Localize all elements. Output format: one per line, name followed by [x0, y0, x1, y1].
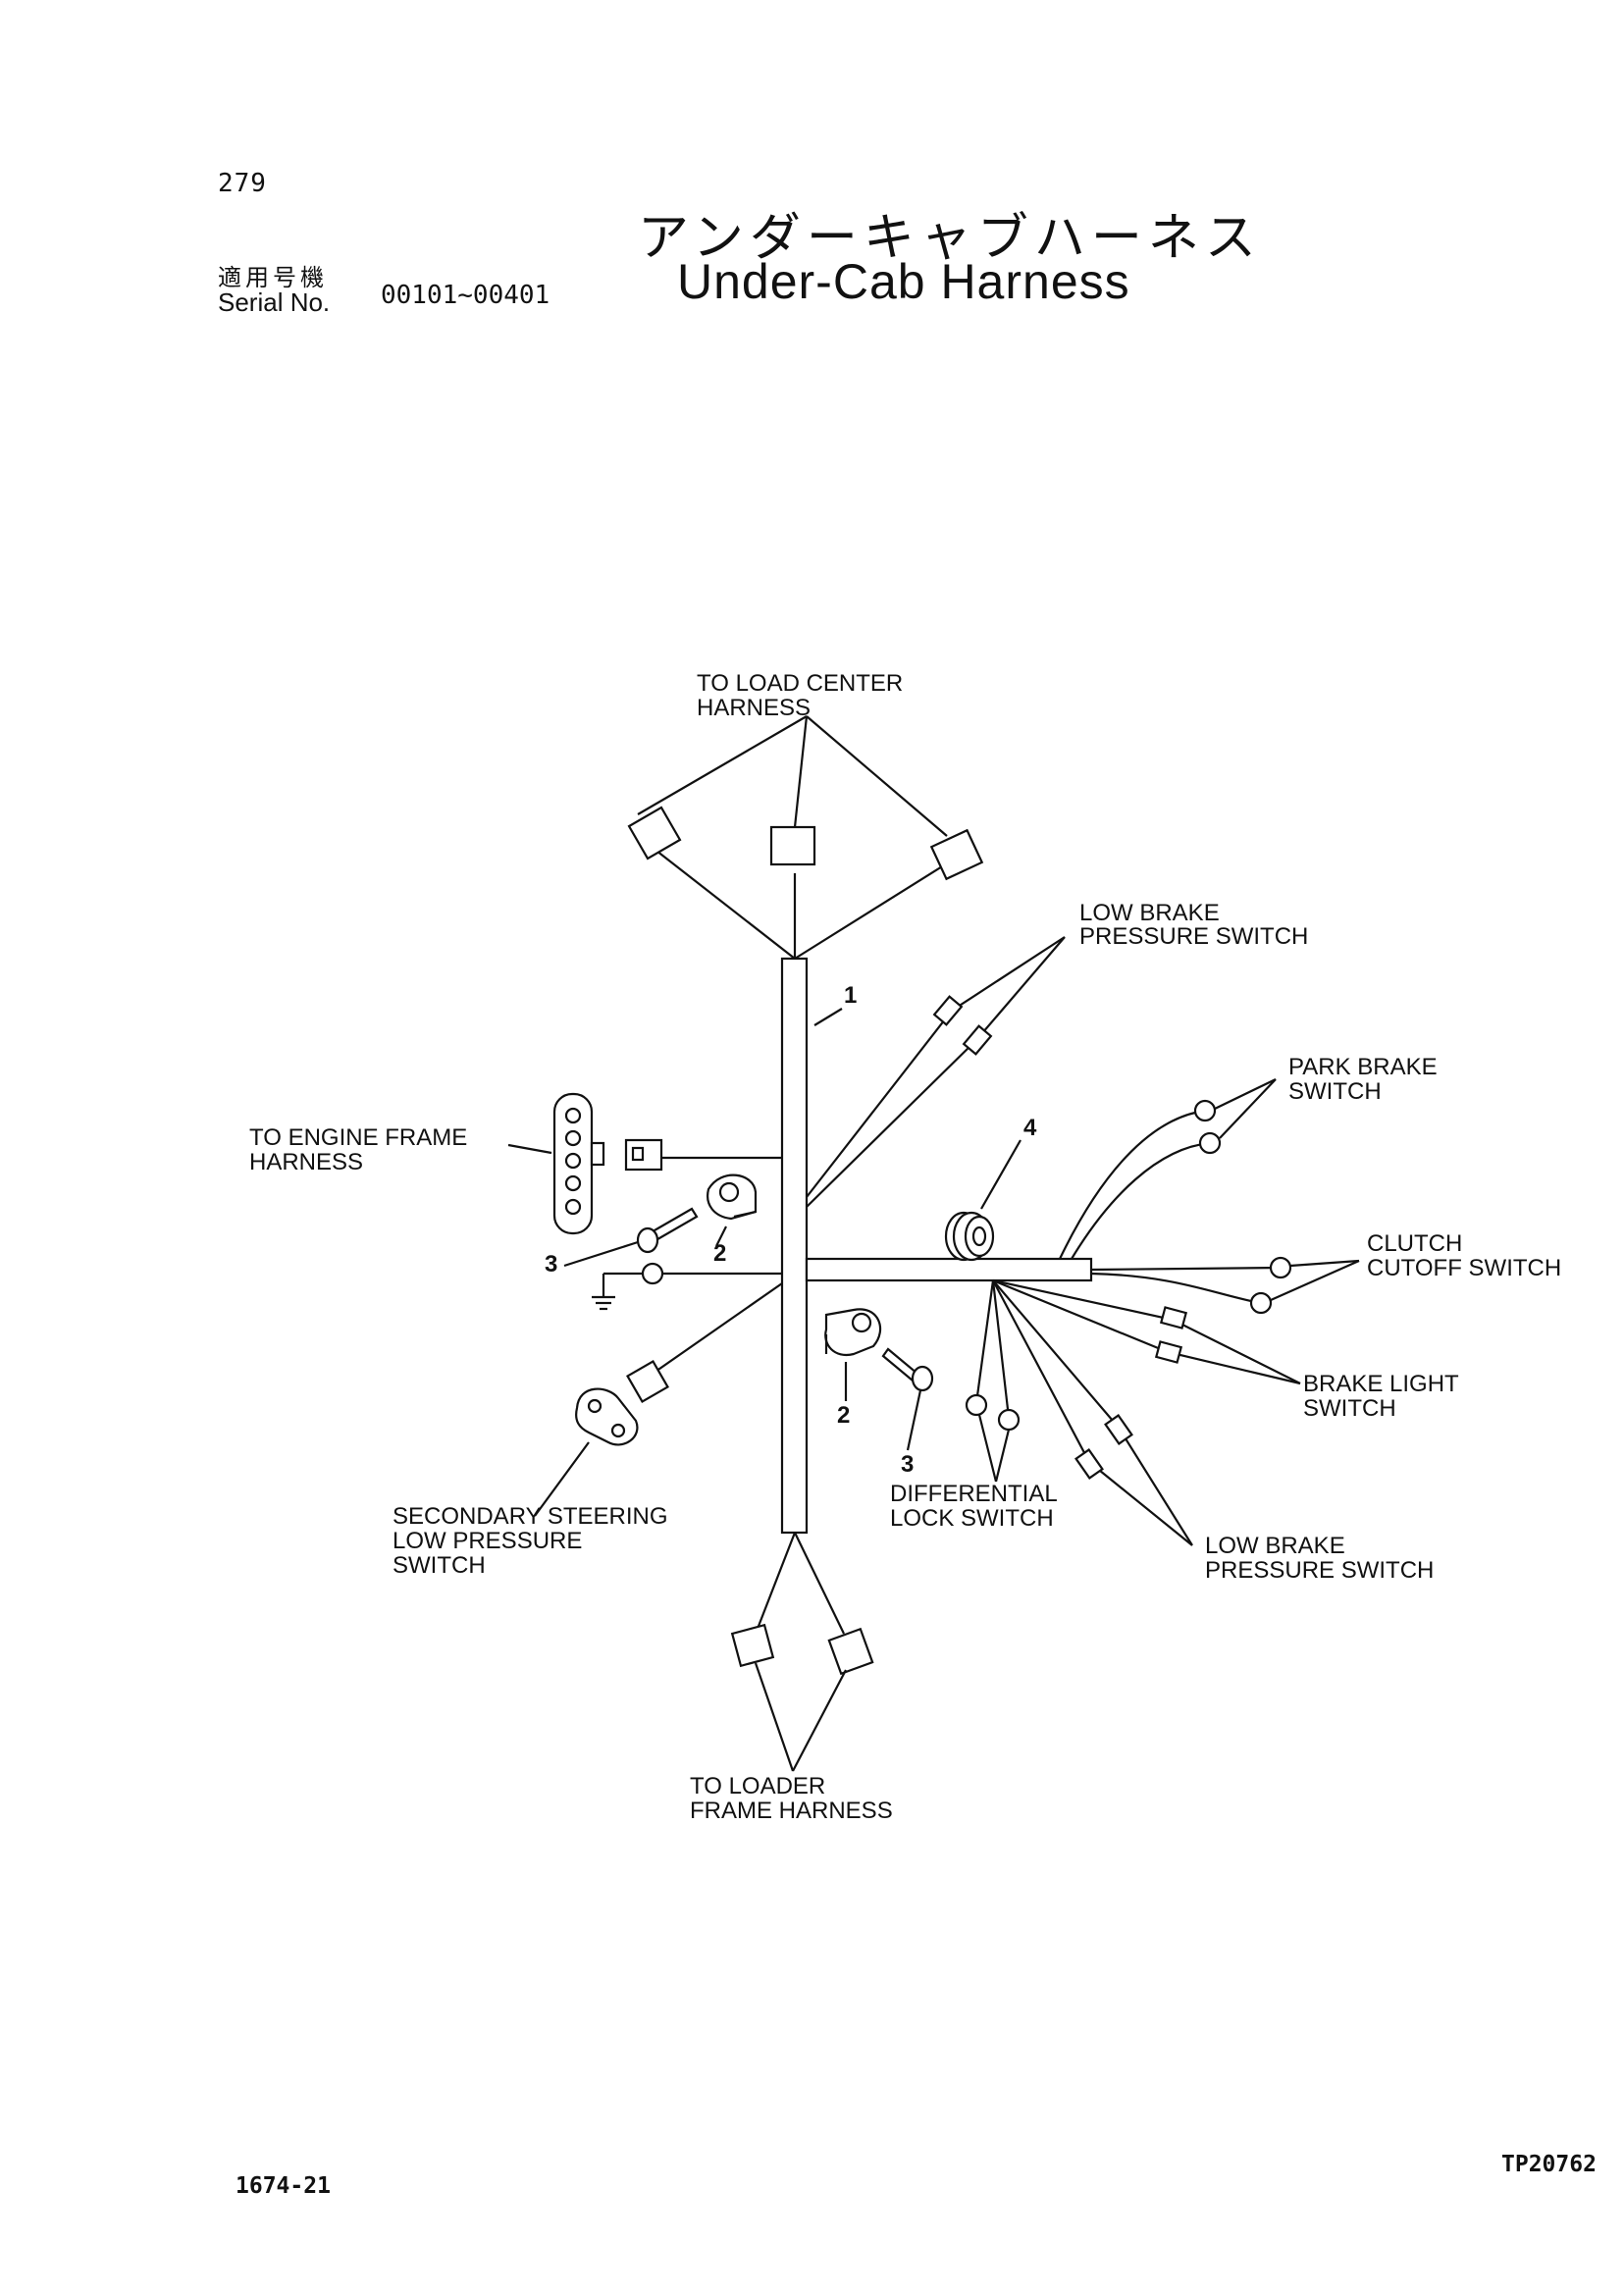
diff-lock-terminal-b: [997, 1408, 1021, 1432]
callout-1: 1: [844, 982, 857, 1009]
connector-brake-light-a: [1159, 1306, 1188, 1329]
serial-label-english: Serial No.: [218, 287, 331, 317]
connector-brake-light-b: [1154, 1340, 1183, 1364]
label-load-center-2: HARNESS: [697, 695, 811, 721]
connector-bottom-right: [827, 1627, 874, 1676]
label-clutch-2: CUTOFF SWITCH: [1367, 1255, 1561, 1281]
clamp-right: [824, 1308, 882, 1357]
clutch-wires: [1090, 1256, 1360, 1315]
bolt-left: [563, 1207, 699, 1268]
ground-terminal: [641, 1262, 664, 1285]
label-engine-frame-2: HARNESS: [249, 1149, 363, 1175]
connector-top-center: [769, 825, 816, 866]
connector-low-brake-b: [962, 1024, 993, 1056]
clutch-terminal-b: [1249, 1291, 1273, 1315]
title-japanese: アンダーキャブハーネス: [638, 209, 1262, 268]
harness-trunk: [780, 957, 809, 1535]
ground-wire: [592, 1262, 782, 1311]
label-low-brake-top-2: PRESSURE SWITCH: [1079, 923, 1308, 950]
park-brake-terminal-b: [1198, 1131, 1222, 1155]
connector-low-brake-a: [932, 995, 964, 1026]
serial-range: 00101~00401: [381, 281, 550, 310]
callout-3-left: 3: [545, 1251, 557, 1277]
serial-label-japanese: 適用号機: [218, 264, 328, 291]
clutch-terminal-a: [1269, 1256, 1292, 1279]
park-brake-terminal-a: [1193, 1099, 1217, 1122]
page-number: 279: [218, 169, 267, 198]
main-harness: [780, 957, 1093, 1535]
label-park-brake-2: SWITCH: [1288, 1078, 1382, 1105]
harness-branch: [805, 1257, 1093, 1282]
title-english: Under-Cab Harness: [677, 254, 1130, 309]
load-center-connectors: [627, 715, 984, 960]
label-low-brake-bottom-1: LOW BRAKE: [1205, 1533, 1345, 1559]
callout-numbers: 1 2 3 4 2 3: [545, 982, 1037, 1478]
park-brake-wires: [1059, 1078, 1277, 1260]
secondary-steering-switch: [534, 1282, 783, 1517]
label-loader-1: TO LOADER: [690, 1773, 825, 1799]
label-secondary-3: SWITCH: [393, 1552, 486, 1579]
label-brake-light-2: SWITCH: [1303, 1395, 1396, 1422]
diff-lock-wires: [965, 1279, 1021, 1483]
low-brake-bottom-wires: [992, 1279, 1193, 1546]
label-low-brake-bottom-2: PRESSURE SWITCH: [1205, 1557, 1434, 1584]
connector-top-left: [627, 806, 682, 860]
callout-2-right: 2: [837, 1402, 850, 1429]
label-brake-light-1: BRAKE LIGHT: [1303, 1371, 1459, 1397]
label-load-center-1: TO LOAD CENTER: [697, 670, 903, 697]
connector-low-brake-c: [1104, 1414, 1133, 1445]
label-secondary-1: SECONDARY STEERING: [393, 1503, 668, 1530]
loader-frame-connectors: [730, 1532, 874, 1772]
label-engine-frame-1: TO ENGINE FRAME: [249, 1124, 467, 1151]
grommet: [944, 1139, 1022, 1262]
label-diff-1: DIFFERENTIAL: [890, 1481, 1058, 1507]
callout-4: 4: [1023, 1115, 1037, 1141]
connector-low-brake-d: [1074, 1448, 1104, 1480]
connector-top-right: [929, 828, 984, 881]
label-park-brake-1: PARK BRAKE: [1288, 1054, 1438, 1080]
diff-lock-terminal-a: [965, 1393, 988, 1417]
label-low-brake-top-1: LOW BRAKE: [1079, 900, 1220, 926]
label-secondary-2: LOW PRESSURE: [393, 1528, 582, 1554]
connector-bottom-left: [730, 1623, 775, 1668]
clamp-left: [707, 1173, 758, 1221]
label-diff-2: LOCK SWITCH: [890, 1505, 1054, 1532]
connector-secondary-steering: [626, 1360, 669, 1403]
label-clutch-1: CLUTCH: [1367, 1230, 1462, 1257]
callout-2-left: 2: [713, 1240, 726, 1267]
label-loader-2: FRAME HARNESS: [690, 1798, 893, 1824]
diagram-labels: TO LOAD CENTER HARNESS LOW BRAKE PRESSUR…: [249, 670, 1561, 1824]
callout-leaders: [715, 1008, 848, 1401]
low-brake-top-wires: [806, 936, 1066, 1208]
callout-3-right: 3: [901, 1451, 914, 1478]
footer-left-code: 1674-21: [236, 2173, 331, 2199]
engine-frame-connector: [507, 1092, 782, 1235]
brake-light-wires: [992, 1278, 1301, 1385]
footer-right-code: TP20762: [1501, 2152, 1597, 2177]
bolt-right: [844, 1347, 934, 1451]
